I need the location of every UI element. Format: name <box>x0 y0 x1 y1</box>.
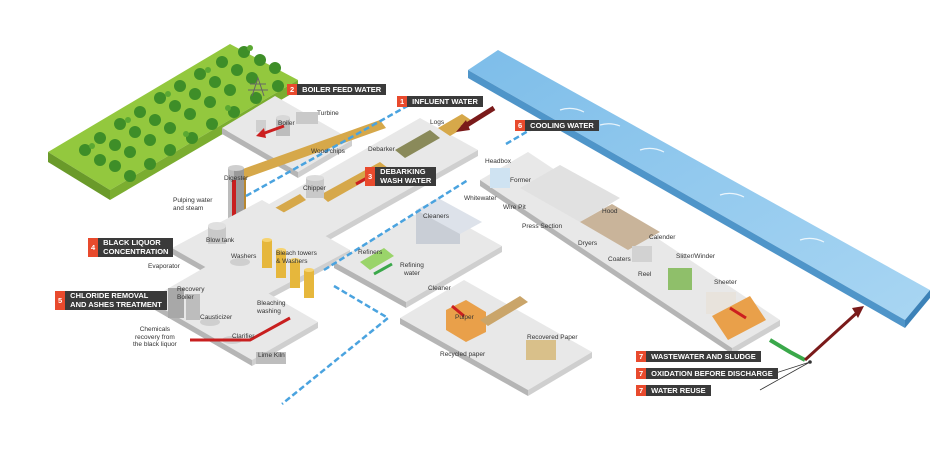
callout-number: 4 <box>88 238 99 257</box>
callout-text-line1: Black Liquor <box>103 238 161 247</box>
label-reel: Reel <box>638 271 652 278</box>
label-chemicals-line3: the black liquor <box>133 341 177 348</box>
label-sheeter: Sheeter <box>714 279 737 286</box>
label-whitewater: Whitewater <box>464 195 497 202</box>
callout-text-line2: WASH WATER <box>380 175 432 185</box>
callout-text: INFLUENT WATER <box>407 96 483 107</box>
callout-text-line2: concentration <box>103 246 169 256</box>
label-bleaching-washing: Bleaching washing <box>257 300 286 315</box>
forest <box>48 44 298 200</box>
label-pulping-line2: and steam <box>173 204 204 212</box>
label-lime-kiln: Lime Kiln <box>258 352 285 359</box>
label-chemicals-line1: Chemicals <box>139 326 171 333</box>
label-pulping-line1: Pulping water <box>173 197 213 204</box>
callout-text-line1: DEBARKING <box>380 167 426 176</box>
label-recovered-paper: Recovered Paper <box>527 334 578 341</box>
label-bleaching-line1: Bleaching <box>257 300 286 307</box>
label-chipper: Chipper <box>303 185 326 192</box>
callout-cooling-water: 6 COOLING WATER <box>515 120 599 131</box>
label-calender: Calender <box>649 234 676 241</box>
callout-black-liquor: 4 Black Liquor concentration <box>88 238 174 257</box>
callout-oxidation: 7 OXIDATION BEFORE DISCHARGE <box>636 368 778 379</box>
callout-boiler-feed-water: 2 BOILER FEED WATER <box>287 84 387 95</box>
label-wood-chips: Wood chips <box>311 148 345 155</box>
callout-chloride-removal: 5 CHLORIDE REMOVAL AND ASHES TREATMENT <box>55 291 167 310</box>
label-bleaching-line2: washing <box>257 307 281 315</box>
callout-text: WATER REUSE <box>646 385 711 396</box>
label-headbox: Headbox <box>485 158 512 165</box>
callout-number: 7 <box>636 368 647 379</box>
platform-pulper <box>400 280 592 396</box>
label-wire-pit: Wire Pit <box>503 204 526 211</box>
label-washers: Washers <box>231 253 257 260</box>
callout-number: 5 <box>55 291 66 310</box>
callout-wastewater: 7 WASTEWATER AND SLUDGE <box>636 351 761 362</box>
callout-number: 2 <box>287 84 298 95</box>
label-boiler: Boiler <box>278 120 295 127</box>
label-clarifier: Clarifier <box>232 333 255 340</box>
label-turbine: Turbine <box>317 110 339 117</box>
platform-cleaners <box>334 198 502 308</box>
label-bleach-line1: Bleach towers <box>276 250 317 257</box>
callout-text-line2: AND ASHES TREATMENT <box>70 299 162 309</box>
callout-text: WASTEWATER AND SLUDGE <box>646 351 761 362</box>
callout-number: 1 <box>397 96 408 107</box>
platform-paper-machine <box>480 152 780 354</box>
label-logs: Logs <box>430 119 445 126</box>
label-digester: Digester <box>224 175 249 182</box>
label-blow-tank: Blow tank <box>206 237 235 244</box>
label-cleaner: Cleaner <box>428 285 451 292</box>
label-refining-line1: Refining <box>400 262 424 269</box>
callout-number: 7 <box>636 385 647 396</box>
label-causticizer: Causticizer <box>200 314 233 321</box>
platform-recovery <box>148 262 318 366</box>
label-debarker: Debarker <box>368 146 395 153</box>
callout-number: 7 <box>636 351 647 362</box>
callout-water-reuse: 7 WATER REUSE <box>636 385 711 396</box>
label-cleaners: Cleaners <box>423 213 450 220</box>
label-dryers: Dryers <box>578 240 598 247</box>
callout-text: BOILER FEED WATER <box>297 84 387 95</box>
label-refining-water: Refining water <box>400 262 424 277</box>
label-recovery-line1: Recovery <box>177 286 205 293</box>
callout-debarking-wash-water: 3 DEBARKING WASH WATER <box>365 167 437 186</box>
label-evaporator: Evaporator <box>148 263 180 270</box>
label-recycled-paper: Recycled paper <box>440 351 486 358</box>
label-refiners: Refiners <box>358 249 383 256</box>
label-refining-line2: water <box>403 269 420 277</box>
callout-text: OXIDATION BEFORE DISCHARGE <box>646 368 778 379</box>
callout-influent-water: 1 INFLUENT WATER <box>397 96 483 107</box>
callout-text-line1: CHLORIDE REMOVAL <box>70 291 149 300</box>
label-recovery-boiler: Recovery Boiler <box>177 286 204 301</box>
callout-text: COOLING WATER <box>525 120 599 131</box>
river <box>468 50 930 328</box>
label-coaters: Coaters <box>608 256 631 263</box>
label-pulper: Pulper <box>455 314 474 321</box>
label-chemicals-recovery: Chemicals recovery from the black liquor <box>133 326 177 349</box>
label-press-section: Press Section <box>522 223 563 230</box>
label-slitter-winder: Slitter/Winder <box>676 253 716 260</box>
label-hood: Hood <box>602 208 618 215</box>
label-chemicals-line2: recovery from <box>135 333 175 341</box>
callout-number: 3 <box>365 167 376 186</box>
label-bleach-towers: Bleach towers & Washers <box>276 250 317 265</box>
label-bleach-line2: & Washers <box>276 257 308 265</box>
callout-number: 6 <box>515 120 526 131</box>
label-former: Former <box>510 177 531 184</box>
label-pulping-water: Pulping water and steam <box>173 197 212 212</box>
label-recovery-line2: Boiler <box>177 293 194 301</box>
